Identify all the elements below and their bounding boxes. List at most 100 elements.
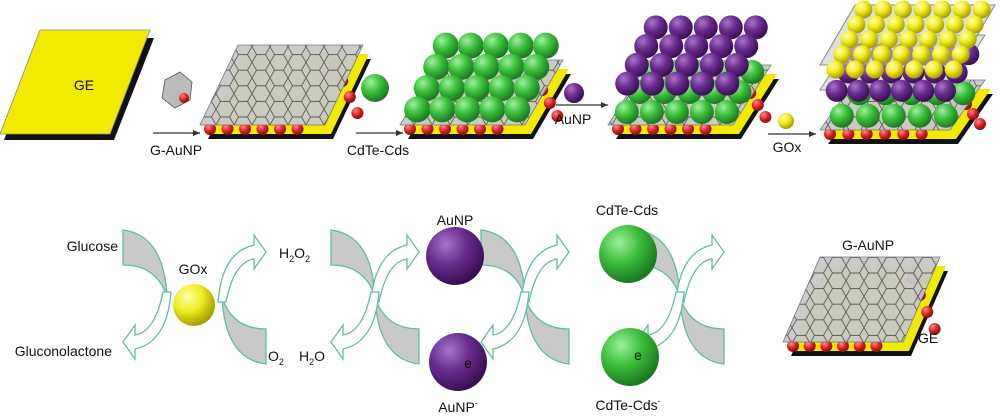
aunp-sphere [674,52,699,77]
graphene-sheet [782,256,941,343]
gox-label: GOx [179,261,208,277]
aunp-anchor [853,340,866,352]
aunp-sphere [734,34,759,59]
aunp-anchor [474,123,486,135]
aunp-sphere [724,52,749,77]
aunp-sphere [718,15,743,40]
cdte-sphere [614,100,639,124]
h2o2-label: H2O2 [279,245,310,264]
gox-sphere [944,60,963,79]
gox-sphere [879,30,898,49]
glucose-label: Glucose [67,238,119,254]
aunp-anchor [664,123,677,135]
gox-sphere [867,15,886,34]
aunp-sphere [743,15,768,40]
cdte-sphere [457,32,484,59]
gox-sphere [826,60,845,79]
glucose-arrow-pair [122,229,172,360]
aunp-anchor [837,340,849,352]
gold-anchor-icon [179,93,189,103]
step-label: GOx [773,139,802,155]
aunp-anchor [842,128,855,140]
electrode-bottom-label: GE [918,330,938,346]
cdte-sphere [473,53,500,80]
gox-sphere [833,45,852,64]
aunp-sphere [869,79,891,102]
aunp-arrow-pair [480,229,570,365]
o2-label: O2 [268,348,284,367]
aunp-anchor [897,128,910,140]
aunp-anchor [699,123,712,135]
aunp-anchor [456,123,469,135]
gox-sphere [913,0,932,19]
aunp-sphere [690,71,715,96]
cdte-sphere [413,75,440,102]
cdte-sphere [689,100,714,124]
gox-sphere-icon [778,113,794,129]
cdte-sphere [482,32,509,59]
aunp-anchor [343,91,356,103]
aunp-anchor [921,306,934,318]
aunp-anchor [803,340,816,352]
h2o-label: H2O [299,348,325,367]
cdte-sphere [423,53,450,80]
aunp-sphere [684,34,709,59]
aunp-anchor [751,99,764,111]
cdte-sphere [429,96,456,123]
cdte-sphere [448,53,475,80]
gox-sphere [846,60,865,79]
cdte-sphere [532,32,559,59]
cdte-sphere [933,103,958,128]
cdte-sphere [907,103,932,128]
step-gox: GOx [768,113,816,155]
gox-sphere [173,284,215,326]
cdte-sphere [488,75,515,102]
gox-sphere [951,45,970,64]
aunp-sphere [668,15,693,40]
aunp-sphere [699,52,724,77]
gox-sphere [931,45,950,64]
graphene-flake-icon [161,71,193,109]
gox-sphere [938,30,957,49]
gox-sphere [906,15,925,34]
electrode-stack [782,256,948,356]
aunp-anchor [860,128,873,140]
electrode-stack [199,44,371,139]
aunp-anchor [647,123,659,135]
aunp-anchor [870,340,883,352]
cdte-label: CdTe-Cds [596,202,658,218]
aunp-anchor [204,123,216,135]
aunp-anchor [974,118,986,130]
aunp-sphere [890,79,913,102]
step-g-aunp: G-AuNP [150,71,202,158]
cdte-reduced-sphere [601,328,659,386]
aunp-sphere [934,79,956,102]
assembly-panels [199,0,996,144]
aunp-anchor [787,340,799,352]
aunp-anchor [421,123,434,135]
aunp-sphere [825,79,848,102]
gox-sphere [874,0,893,19]
cdte-sphere [432,32,459,59]
aunp-sphere [715,71,740,96]
aunp-anchor [221,123,234,135]
gox-sphere [924,60,943,79]
aunp-anchor [291,123,304,135]
aunp-sphere [659,34,684,59]
aunp-reduced-label: AuNP- [438,398,478,415]
aunp-sphere [693,15,718,40]
gox-sphere [885,60,904,79]
gox-sphere [853,45,872,64]
gox-sphere [860,30,879,49]
aunp-sphere [640,71,665,96]
aunp-sphere [665,71,690,96]
cdte-sphere [599,225,657,283]
oxygen-arrow-pair [217,234,267,365]
aunp-anchor [274,123,286,135]
step-label: AuNP [555,111,592,127]
aunp-anchor [915,128,928,140]
assembly-steps: G-AuNP CdTe-Cds AuNP GOx [150,71,816,158]
cdte-sphere [513,75,540,102]
aunp-sphere [426,227,484,285]
